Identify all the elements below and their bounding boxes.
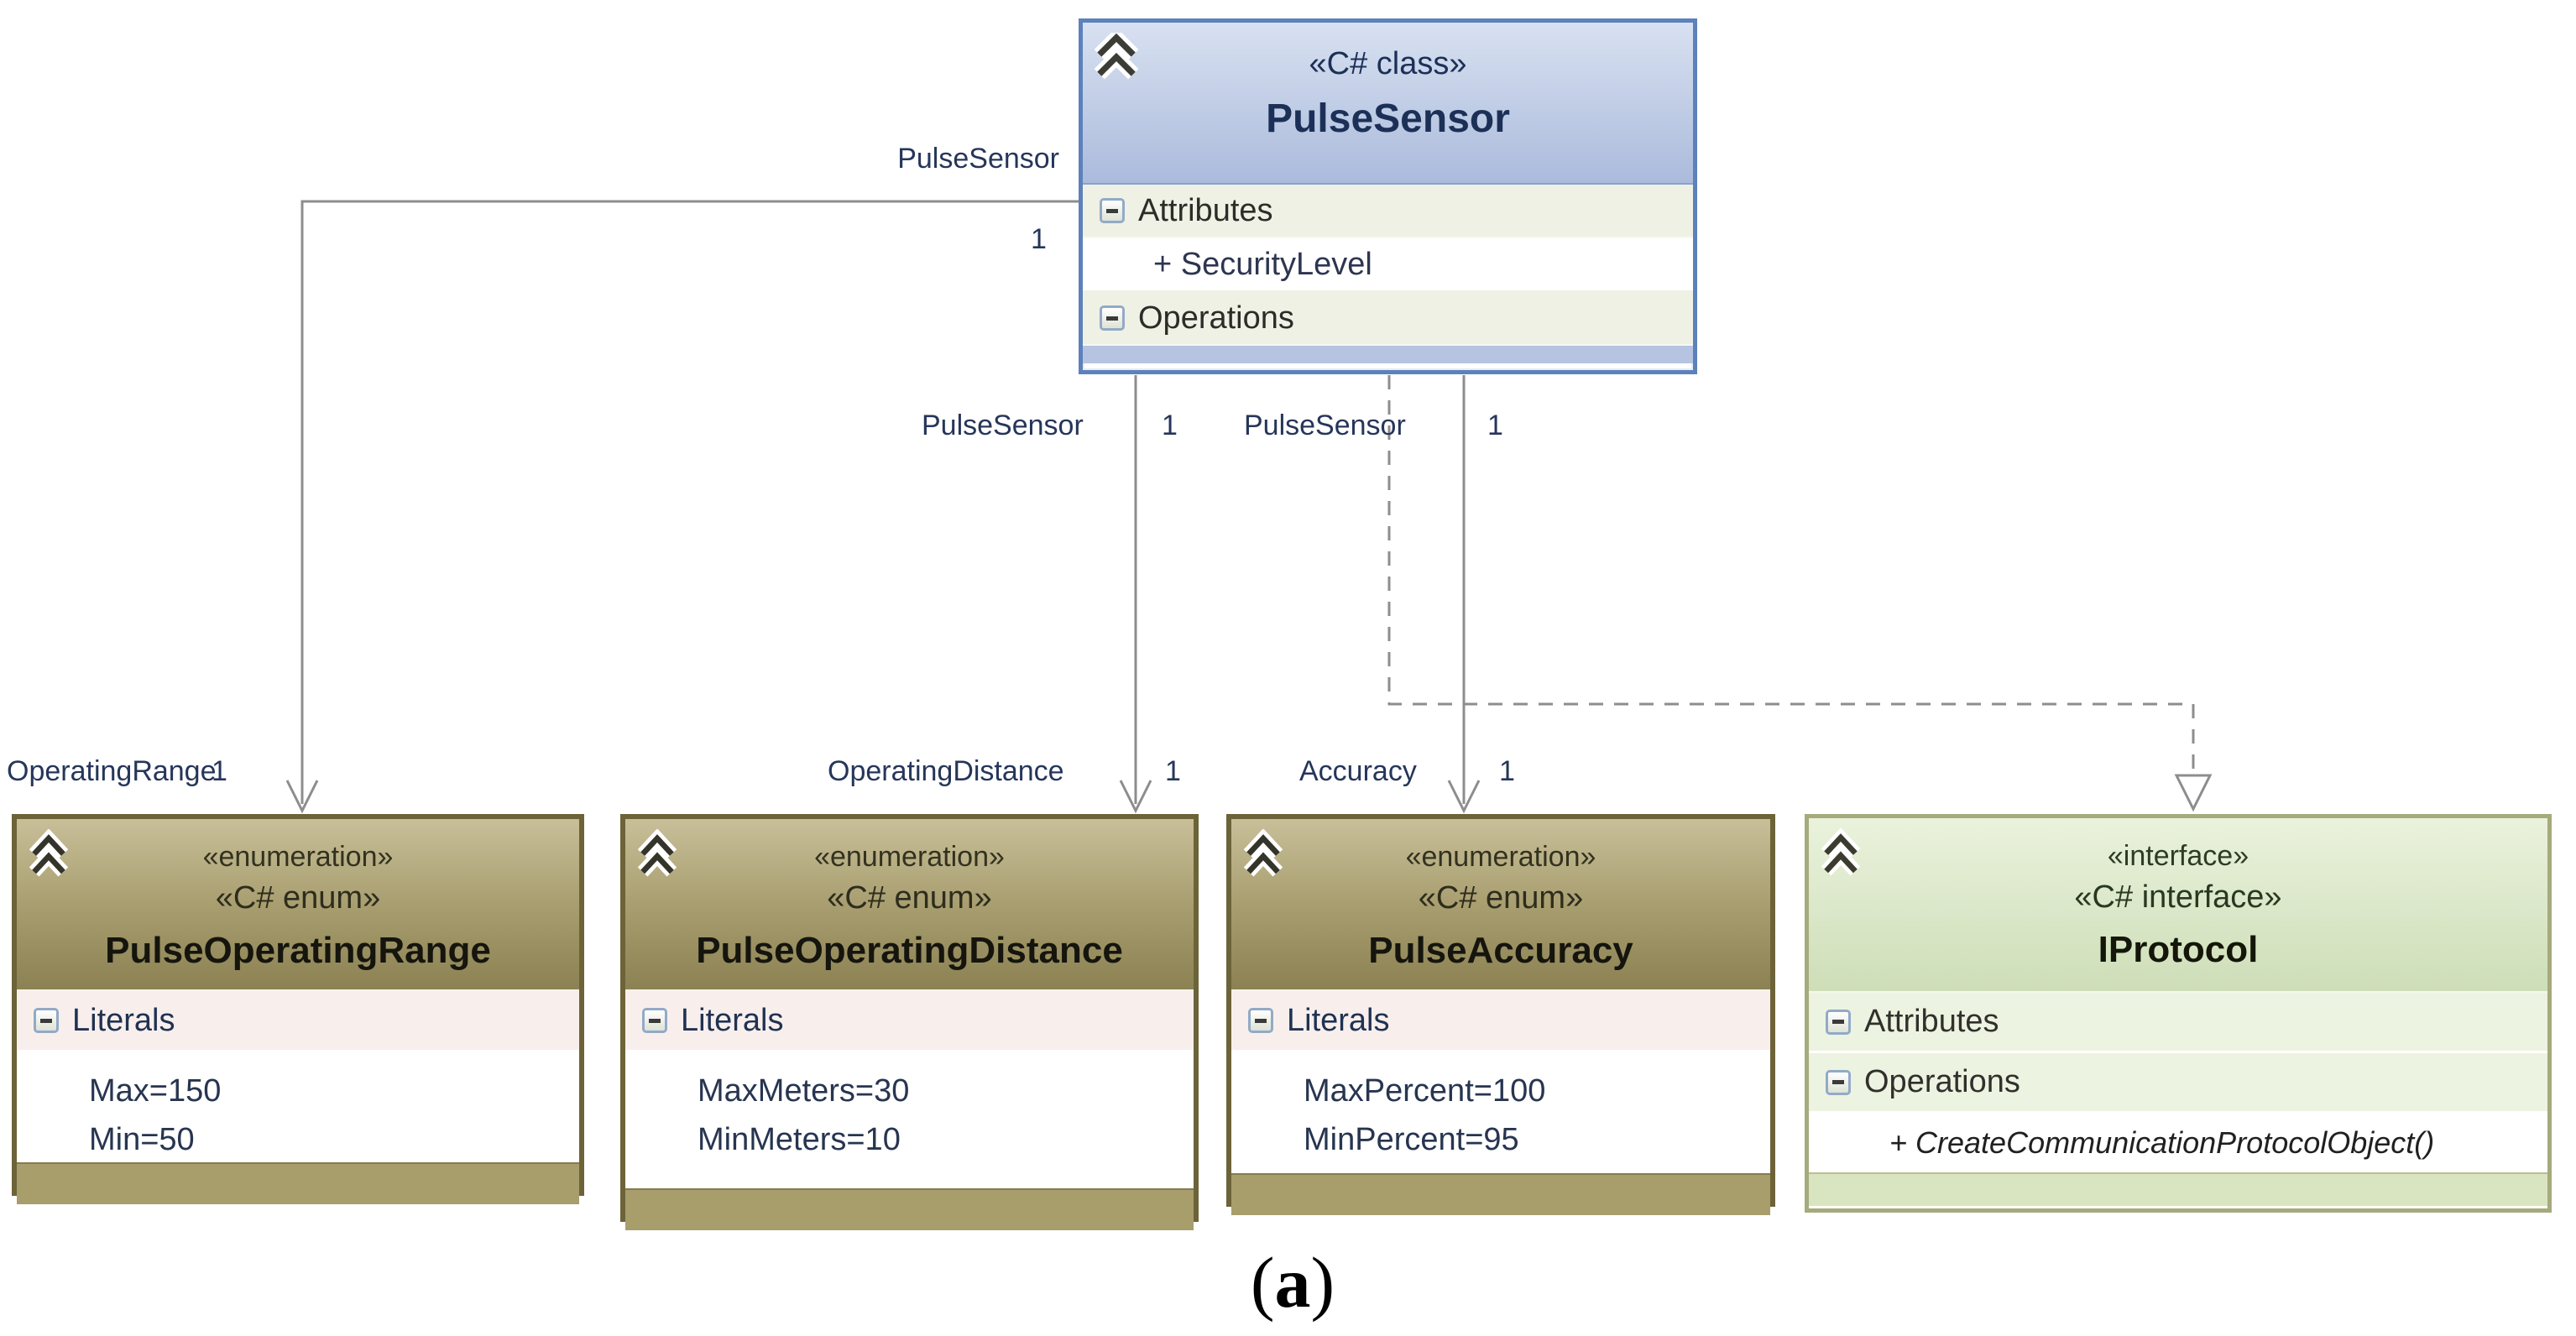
collapse-chevron-icon[interactable] [1821,827,1861,885]
enum-stereotype-2: «C# enum» [1418,880,1584,916]
operations-section-header: Operations [1083,292,1693,346]
enum-node-pulseoperatingrange[interactable]: «enumeration» «C# enum» PulseOperatingRa… [12,814,584,1204]
enum-header: «enumeration» «C# enum» PulseOperatingRa… [17,819,579,991]
section-collapse-icon[interactable] [1248,1008,1273,1033]
literals-section-header: Literals [17,991,579,1052]
open-arrowhead-operating-range-icon [285,780,319,814]
section-collapse-icon[interactable] [1826,1069,1851,1095]
enum-node-pulseaccuracy[interactable]: «enumeration» «C# enum» PulseAccuracy Li… [1226,814,1775,1215]
interface-stereotype-1: «interface» [2107,840,2249,872]
section-collapse-icon[interactable] [1826,1009,1851,1035]
operations-section-label: Operations [1138,300,1294,336]
section-collapse-icon[interactable] [34,1008,59,1033]
association-operating-range [300,200,1079,804]
literal-list: MaxMeters=30 MinMeters=10 [625,1052,1194,1188]
operation-text: + CreateCommunicationProtocolObject() [1889,1125,2435,1160]
attributes-section-header: Attributes [1083,185,1693,238]
enum-stereotype-1: «enumeration» [1405,841,1596,873]
literal-list: MaxPercent=100 MinPercent=95 [1231,1052,1770,1173]
caption-letter: a [1274,1242,1311,1323]
enum-name: PulseOperatingDistance [696,930,1123,971]
operation-row[interactable]: + CreateCommunicationProtocolObject() [1809,1114,2547,1172]
literal-row[interactable]: Min=50 [89,1122,195,1157]
edge-multiplicity-label: 1 [212,755,227,787]
attributes-section-label: Attributes [1864,1004,1999,1039]
literal-row[interactable]: MaxPercent=100 [1304,1073,1546,1109]
enum-footer-strip [1231,1173,1770,1215]
enum-name: PulseOperatingRange [105,930,491,971]
literal-row[interactable]: MaxMeters=30 [698,1073,910,1109]
literal-list: Max=150 Min=50 [17,1052,579,1162]
enum-footer-strip [625,1188,1194,1230]
enum-stereotype-1: «enumeration» [202,841,394,873]
class-node-pulsesensor[interactable]: «C# class» PulseSensor Attributes + Secu… [1079,18,1697,374]
literals-section-label: Literals [1287,1002,1390,1038]
enum-header: «enumeration» «C# enum» PulseAccuracy [1231,819,1770,991]
edge-role-label: PulseSensor [897,143,1059,175]
edge-target-role-label: OperatingRange [7,755,217,787]
edge-target-role-label: Accuracy [1299,755,1417,787]
realization-iprotocol [1387,375,2195,775]
enum-stereotype-1: «enumeration» [814,841,1005,873]
interface-footer-strip [1809,1172,2547,1206]
edge-multiplicity-label: 1 [1487,410,1503,441]
literals-section-label: Literals [681,1002,784,1038]
operations-section-label: Operations [1864,1064,2020,1099]
collapse-chevron-icon[interactable] [1243,828,1283,885]
hollow-triangle-arrowhead-icon [2174,774,2213,812]
edge-role-label: PulseSensor [922,410,1084,441]
open-arrowhead-accuracy-icon [1447,780,1481,814]
enum-node-pulseoperatingdistance[interactable]: «enumeration» «C# enum» PulseOperatingDi… [620,814,1199,1230]
literal-row[interactable]: MinPercent=95 [1304,1122,1519,1157]
class-header: «C# class» PulseSensor [1083,23,1693,185]
attribute-text: + SecurityLevel [1153,246,1372,282]
literals-section-header: Literals [1231,991,1770,1052]
edge-multiplicity-label: 1 [1165,755,1181,787]
attributes-section-header: Attributes [1809,993,2547,1053]
figure-caption: (a) [1158,1240,1427,1324]
caption-open-paren: ( [1250,1242,1275,1323]
collapse-chevron-icon[interactable] [637,828,677,885]
section-collapse-icon[interactable] [642,1008,667,1033]
literal-row[interactable]: MinMeters=10 [698,1122,901,1157]
interface-node-iprotocol[interactable]: «interface» «C# interface» IProtocol Att… [1805,814,2552,1213]
enum-stereotype-2: «C# enum» [215,880,381,916]
edge-multiplicity-label: 1 [1499,755,1515,787]
edge-role-label: PulseSensor [1244,410,1406,441]
edge-target-role-label: OperatingDistance [828,755,1064,787]
class-footer-strip [1083,346,1693,363]
class-stereotype: «C# class» [1309,46,1467,81]
class-name: PulseSensor [1266,97,1510,141]
collapse-chevron-icon[interactable] [29,828,69,885]
literals-section-header: Literals [625,991,1194,1052]
caption-close-paren: ) [1310,1242,1335,1323]
enum-header: «enumeration» «C# enum» PulseOperatingDi… [625,819,1194,991]
literals-section-label: Literals [72,1002,175,1038]
section-collapse-icon[interactable] [1100,305,1125,331]
enum-stereotype-2: «C# enum» [827,880,992,916]
interface-stereotype-2: «C# interface» [2074,879,2282,915]
enum-name: PulseAccuracy [1368,930,1633,971]
section-collapse-icon[interactable] [1100,198,1125,223]
interface-header: «interface» «C# interface» IProtocol [1809,818,2547,993]
attributes-section-label: Attributes [1138,192,1273,228]
edge-multiplicity-label: 1 [1031,223,1047,255]
literal-row[interactable]: Max=150 [89,1073,222,1109]
operations-section-header: Operations [1809,1053,2547,1114]
open-arrowhead-operating-distance-icon [1119,780,1152,814]
collapse-chevron-icon[interactable] [1094,27,1139,86]
interface-name: IProtocol [2098,929,2259,970]
enum-footer-strip [17,1162,579,1204]
edge-multiplicity-label: 1 [1162,410,1178,441]
attribute-row[interactable]: + SecurityLevel [1083,238,1693,292]
